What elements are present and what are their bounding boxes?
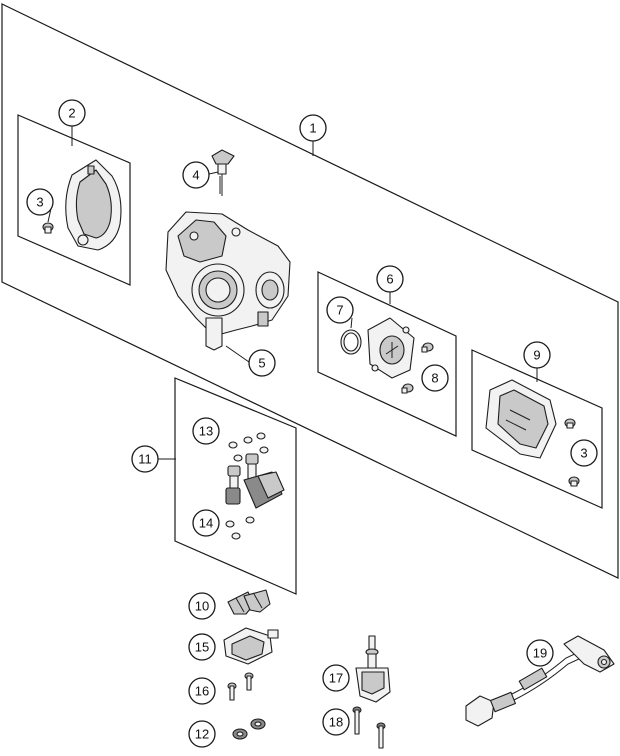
svg-text:18: 18 xyxy=(329,715,343,730)
cover-screw-part xyxy=(564,418,576,429)
callout-7: 7 xyxy=(326,296,354,324)
callout-4: 4 xyxy=(182,161,210,189)
callout-2: 2 xyxy=(58,99,86,127)
svg-text:5: 5 xyxy=(258,356,265,371)
svg-text:7: 7 xyxy=(336,303,343,318)
cover-screw-part xyxy=(568,476,580,487)
svg-text:6: 6 xyxy=(386,272,393,287)
callout-3: 3 xyxy=(26,188,54,216)
sensor-cover-part xyxy=(485,379,557,459)
svg-text:15: 15 xyxy=(195,640,209,655)
callout-14: 14 xyxy=(192,509,220,537)
throttle-body-part xyxy=(165,211,291,351)
callout-13: 13 xyxy=(192,417,220,445)
callout-10: 10 xyxy=(188,592,216,620)
svg-text:1: 1 xyxy=(309,121,316,136)
injector-seals-part xyxy=(225,432,269,540)
callout-9: 9 xyxy=(523,341,551,369)
svg-text:3: 3 xyxy=(36,195,43,210)
callout-3: 3 xyxy=(570,439,598,467)
callout-6: 6 xyxy=(376,265,404,293)
svg-text:9: 9 xyxy=(533,348,540,363)
screw-part xyxy=(42,222,54,234)
svg-text:17: 17 xyxy=(329,671,343,686)
svg-text:19: 19 xyxy=(533,646,547,661)
sensor-pin-part xyxy=(211,149,235,196)
callout-15: 15 xyxy=(188,633,216,661)
svg-text:4: 4 xyxy=(192,168,199,183)
clip-part xyxy=(227,589,271,615)
svg-text:12: 12 xyxy=(195,727,209,742)
callout-18: 18 xyxy=(322,708,350,736)
svg-text:16: 16 xyxy=(195,684,209,699)
sensor-screw-part xyxy=(421,342,434,353)
screw-part xyxy=(227,672,254,701)
callout-19: 19 xyxy=(526,639,554,667)
svg-text:10: 10 xyxy=(195,599,209,614)
callout-12: 12 xyxy=(188,720,216,748)
svg-text:11: 11 xyxy=(138,452,152,467)
callout-1: 1 xyxy=(299,114,327,142)
svg-text:13: 13 xyxy=(199,424,213,439)
o-ring-inner xyxy=(343,332,359,352)
washer-part xyxy=(232,718,266,740)
cover-frame-part xyxy=(65,159,122,251)
leader-lines xyxy=(47,126,538,460)
connector-part xyxy=(223,627,279,665)
callout-16: 16 xyxy=(188,677,216,705)
callout-11: 11 xyxy=(131,445,159,473)
svg-text:14: 14 xyxy=(199,516,213,531)
callout-8: 8 xyxy=(421,364,449,392)
injector-part xyxy=(225,453,285,509)
panel-throttle-body-assembly xyxy=(1,3,619,579)
speed-sensor-part xyxy=(355,635,391,703)
callout-5: 5 xyxy=(248,349,276,377)
callout-17: 17 xyxy=(322,664,350,692)
sensor-part xyxy=(367,317,415,379)
cable-sensor-part xyxy=(465,635,615,727)
svg-text:8: 8 xyxy=(431,371,438,386)
svg-text:2: 2 xyxy=(68,106,75,121)
sensor-screw-part xyxy=(401,383,414,394)
screw-part xyxy=(352,706,386,749)
svg-text:3: 3 xyxy=(580,446,587,461)
